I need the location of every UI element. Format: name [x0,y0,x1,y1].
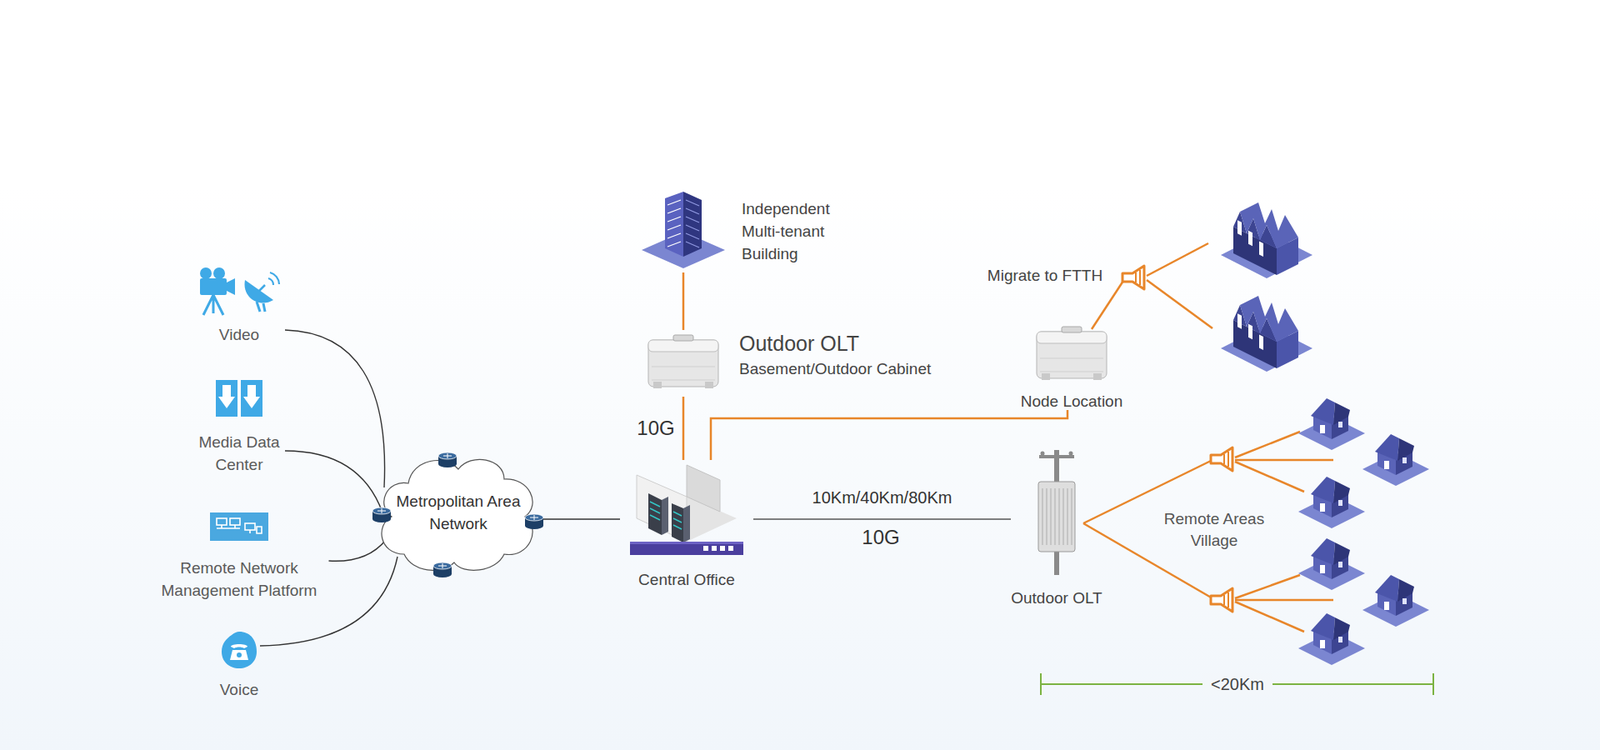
free-label: 10G [861,526,900,549]
node-icon [214,379,265,421]
node-label: Central Office [638,568,735,591]
connector [285,450,383,513]
node-icon [641,330,725,397]
icon-node: Media Data Center [193,379,285,476]
connector [329,540,387,561]
free-label: <20Km [1202,673,1273,695]
node-icon [218,630,260,674]
node-label: Media Data Center [193,430,285,476]
node-icon [641,190,725,273]
connector [682,272,685,330]
node-label: Independent Multi-tenant Building [741,197,850,265]
node-icon [210,510,269,547]
node-label: Outdoor OLT [739,330,931,357]
node-label: Node Location [1020,390,1124,413]
icon-node: Voice [218,630,260,701]
cloud-shape [370,445,546,580]
text-column: Outdoor OLTBasement/Outdoor Cabinet [739,330,931,382]
link-label: 10Km/40Km/80Km [812,486,953,509]
link-label: 10G [636,417,675,440]
splitters [1122,265,1233,612]
node-label: Basement/Outdoor Cabinet [739,356,931,382]
text-column: Remote Network Management Platform [150,556,330,602]
fiber-drops [1083,243,1334,632]
icon-node: Video [193,265,285,346]
text-column: Node Location [1020,390,1124,413]
icon-node: Outdoor OLT [1010,450,1103,610]
houses [1298,398,1430,665]
node-icon [193,265,285,320]
text-column: Voice [220,678,259,701]
connector [534,518,620,520]
connector [753,518,1011,520]
icon-node: Remote Network Management Platform [150,510,330,602]
distance-bracket [1040,673,1434,695]
text-column: Independent Multi-tenant Building [741,197,850,265]
connector [710,410,1068,460]
cloud-node: Metropolitan Area Network [370,445,546,580]
free-label: Remote Areas Village [1160,508,1269,552]
connector [682,396,685,460]
text-column: Central Office [638,568,735,591]
free-label: Migrate to FTTH [987,265,1103,287]
node-icon [620,460,754,562]
text-column: Media Data Center [193,430,285,476]
text-column: Video [219,323,260,346]
node-label: Metropolitan Area Network [395,490,521,535]
node-label: Remote Network Management Platform [150,556,330,602]
node-icon [1010,450,1103,580]
node-label: Outdoor OLT [1010,586,1102,610]
text-column: Outdoor OLT [1010,586,1102,610]
node-label: Voice [220,678,259,701]
node-icon [1030,321,1114,389]
device-node: Outdoor OLTBasement/Outdoor Cabinet [641,330,931,397]
connector [285,330,385,488]
icon-node: Central Office [620,460,754,591]
device-node: Independent Multi-tenant Building [641,190,850,273]
node-label: Video [219,323,260,346]
icon-node: Node Location [1020,321,1124,413]
buildings [1220,202,1313,372]
